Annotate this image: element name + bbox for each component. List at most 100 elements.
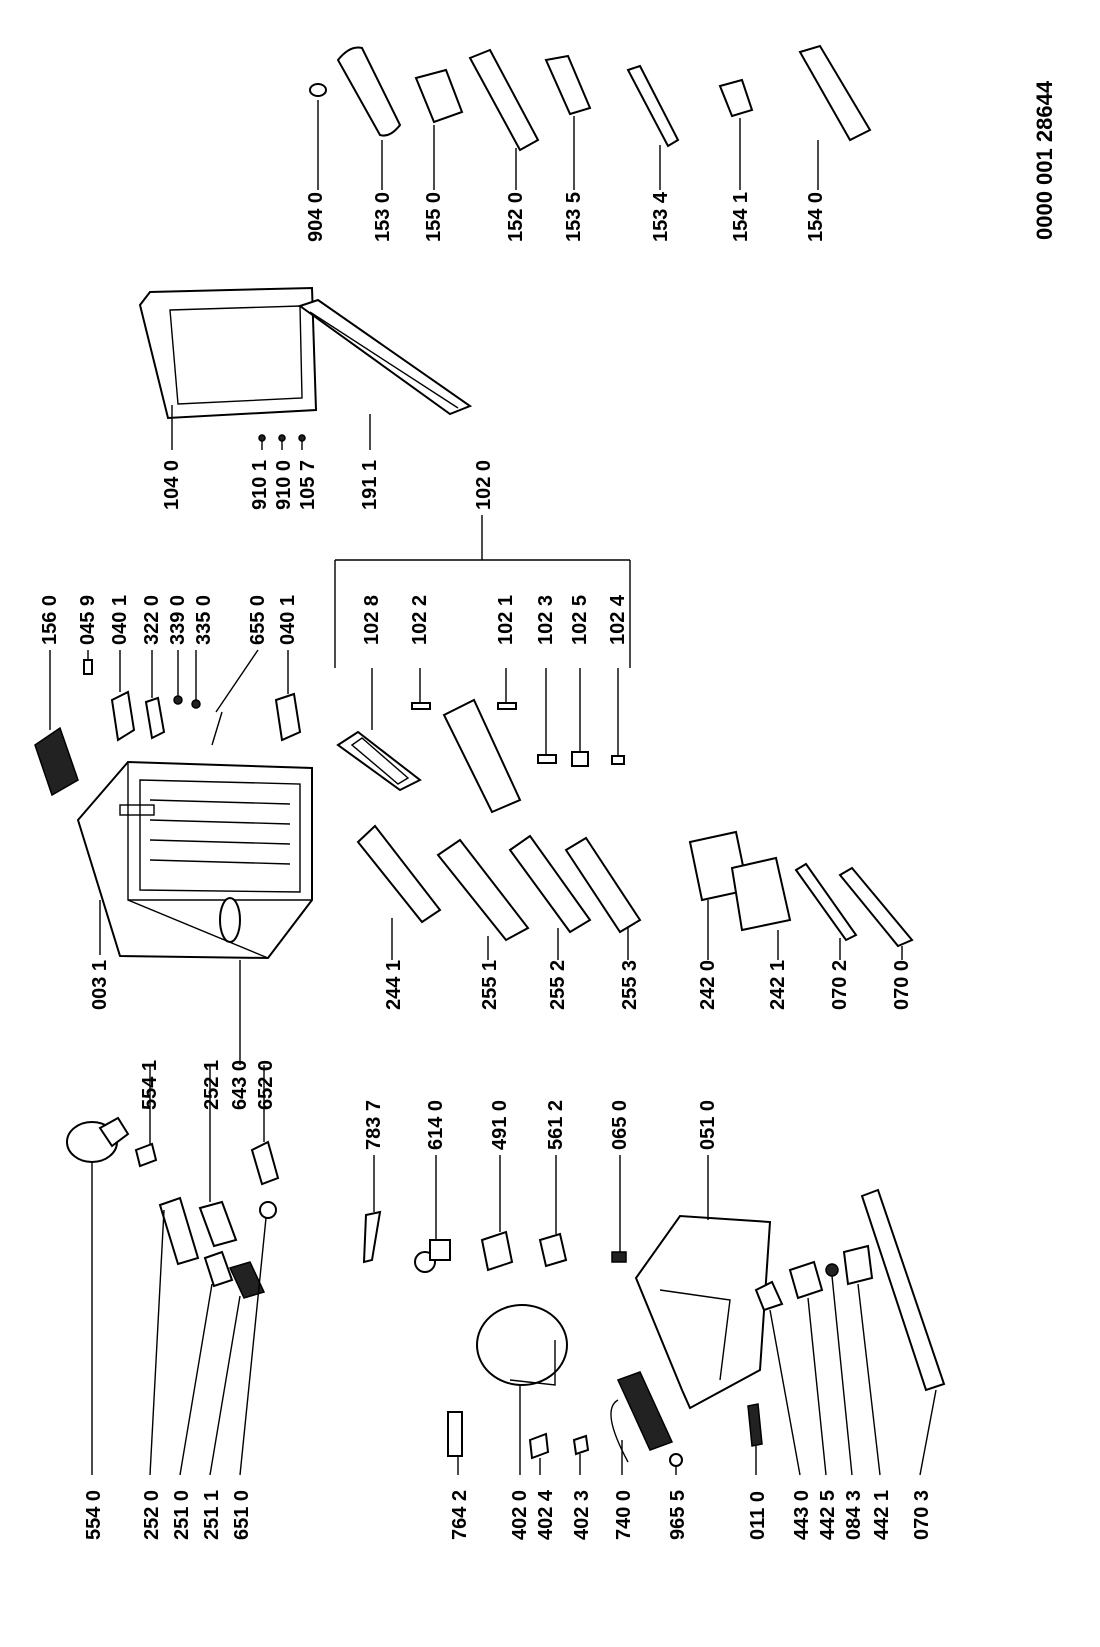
part-251-1	[228, 1261, 266, 1299]
part-label-070-2: 070 2	[829, 960, 851, 1010]
drawers-and-rails	[688, 830, 914, 948]
part-651-0	[259, 1201, 277, 1219]
group-bracket-102	[334, 515, 631, 668]
part-244-1	[356, 824, 442, 924]
part-label-740-0: 740 0	[613, 1490, 635, 1540]
part-label-783-7: 783 7	[363, 1100, 385, 1150]
part-label-040-1: 040 1	[109, 595, 131, 645]
part-label-154-0: 154 0	[805, 192, 827, 242]
small-part-leaders	[373, 1155, 621, 1252]
part-label-335-0: 335 0	[193, 595, 215, 645]
part-label-251-1: 251 1	[201, 1490, 223, 1540]
part-label-191-1: 191 1	[359, 460, 381, 510]
part-label-003-1: 003 1	[89, 960, 111, 1010]
part-label-242-0: 242 0	[697, 960, 719, 1010]
part-070-2	[794, 862, 858, 942]
part-label-491-0: 491 0	[489, 1100, 511, 1150]
part-label-084-3: 084 3	[843, 1490, 865, 1540]
part-153-5	[544, 54, 592, 116]
part-label-402-3: 402 3	[571, 1490, 593, 1540]
part-255-3	[564, 836, 642, 934]
part-label-102-5: 102 5	[569, 595, 591, 645]
part-label-011-0: 011 0	[747, 1491, 769, 1540]
part-label-764-2: 764 2	[449, 1490, 471, 1540]
part-783-7	[362, 1210, 382, 1264]
part-label-155-0: 155 0	[423, 192, 445, 242]
part-label-102-3: 102 3	[535, 595, 557, 645]
door-inner-panel	[138, 286, 318, 420]
cabinet-body	[76, 760, 313, 960]
part-152-0	[468, 48, 540, 152]
part-102-8	[336, 730, 422, 792]
part-label-322-0: 322 0	[141, 595, 163, 645]
part-label-255-2: 255 2	[547, 960, 569, 1010]
part-label-339-0: 339 0	[167, 595, 189, 645]
part-156-0	[34, 726, 79, 797]
part-label-065-0: 065 0	[609, 1100, 631, 1150]
part-label-045-9: 045 9	[77, 595, 99, 645]
part-label-040-1b: 040 1	[277, 595, 299, 645]
drawer-leaders	[707, 900, 903, 960]
screw-910-1	[258, 434, 266, 442]
part-label-102-8: 102 8	[361, 595, 383, 645]
part-335-0	[191, 699, 201, 709]
part-label-153-4: 153 4	[650, 191, 672, 242]
part-label-402-0: 402 0	[509, 1490, 531, 1540]
door-assembly	[138, 286, 473, 442]
part-label-910-1: 910 1	[249, 460, 271, 510]
part-102-2	[411, 702, 431, 710]
part-label-102-1: 102 1	[495, 595, 517, 645]
part-label-554-0: 554 0	[83, 1490, 105, 1540]
part-label-255-3: 255 3	[619, 960, 641, 1010]
part-label-561-2: 561 2	[545, 1100, 567, 1150]
part-label-154-1: 154 1	[730, 192, 752, 242]
part-label-102-2: 102 2	[409, 595, 431, 645]
hinge-leaders	[49, 649, 289, 730]
part-402-4	[528, 1432, 550, 1460]
part-label-652-0: 652 0	[255, 1060, 277, 1110]
part-255-1	[436, 838, 530, 942]
part-label-655-0: 655 0	[247, 595, 269, 645]
cabinet	[76, 760, 313, 960]
part-label-910-0: 910 0	[273, 460, 295, 510]
part-label-643-0: 643 0	[229, 1060, 251, 1110]
part-label-070-0: 070 0	[891, 960, 913, 1010]
screw-910-0	[278, 434, 286, 442]
part-065-0	[611, 1251, 627, 1263]
part-402-0	[476, 1304, 568, 1386]
part-label-070-3: 070 3	[911, 1490, 933, 1540]
part-label-442-1: 442 1	[871, 1490, 893, 1540]
part-label-614-0: 614 0	[425, 1100, 447, 1150]
part-102-3	[537, 754, 557, 764]
door-gasket	[297, 298, 473, 416]
part-491-0	[480, 1230, 514, 1272]
shelves	[356, 824, 642, 942]
part-561-2	[538, 1232, 568, 1268]
part-070-3	[860, 1188, 946, 1392]
part-label-252-1: 252 1	[201, 1060, 223, 1110]
base-assembly	[447, 1155, 946, 1467]
part-339-0	[173, 695, 183, 705]
part-153-0	[336, 46, 402, 137]
part-label-104-0: 104 0	[161, 460, 183, 510]
part-label-156-0: 156 0	[39, 595, 61, 645]
part-155-0	[414, 68, 464, 124]
part-652-0	[250, 1140, 280, 1186]
part-740-0	[616, 1371, 674, 1451]
part-102-5	[571, 751, 589, 767]
part-label-105-7: 105 7	[297, 460, 319, 510]
part-label-153-0: 153 0	[372, 192, 394, 242]
part-label-051-0: 051 0	[697, 1100, 719, 1150]
part-label-251-0: 251 0	[171, 1490, 193, 1540]
part-904-0	[309, 83, 327, 97]
door-accessory-leaders	[317, 100, 819, 190]
part-102-4	[611, 755, 625, 765]
part-label-402-4: 402 4	[535, 1489, 557, 1540]
part-764-2	[447, 1411, 463, 1457]
part-252-0	[158, 1196, 200, 1266]
part-252-1	[198, 1200, 238, 1248]
part-242-1	[730, 856, 792, 932]
part-label-102-0: 102 0	[473, 460, 495, 510]
part-040-1-bottom	[274, 692, 302, 742]
part-label-965-5: 965 5	[667, 1490, 689, 1540]
